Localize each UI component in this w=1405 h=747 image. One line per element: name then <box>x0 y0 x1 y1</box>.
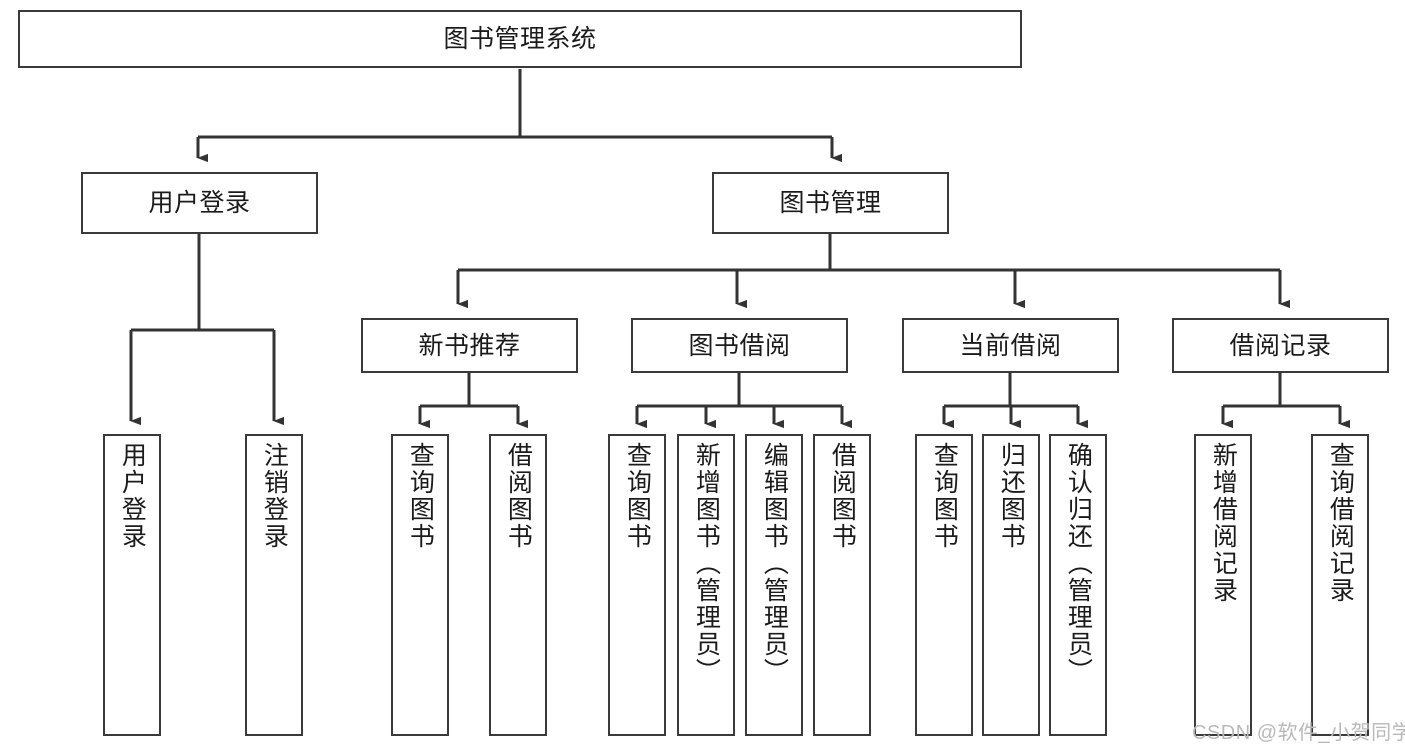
node-leaf-logout-login[interactable]: 注销登录 <box>245 434 303 736</box>
node-label: 查询借阅记录 <box>1326 442 1355 604</box>
node-label: 图书管理 <box>779 189 882 217</box>
node-borrow-record[interactable]: 借阅记录 <box>1172 318 1389 373</box>
node-label: 查询图书 <box>406 442 435 550</box>
node-user-login[interactable]: 用户登录 <box>81 172 318 234</box>
node-label: 当前借阅 <box>959 331 1062 360</box>
node-leaf-borrow-book[interactable]: 借阅图书 <box>813 434 871 736</box>
node-label: 图书管理系统 <box>443 25 597 53</box>
node-label: 编辑图书（管理员） <box>760 442 789 685</box>
node-leaf-add-book-admin[interactable]: 新增图书（管理员） <box>677 434 735 736</box>
node-label: 归还图书 <box>997 442 1026 550</box>
node-label: 新增图书（管理员） <box>692 442 721 685</box>
node-leaf-query-book-recommend[interactable]: 查询图书 <box>391 434 449 736</box>
node-leaf-query-book-borrow[interactable]: 查询图书 <box>608 434 666 736</box>
node-label: 借阅记录 <box>1229 331 1332 360</box>
node-label: 确认归还（管理员） <box>1064 442 1093 685</box>
node-book-borrow[interactable]: 图书借阅 <box>631 318 848 373</box>
node-label: 查询图书 <box>623 442 652 550</box>
node-label: 借阅图书 <box>828 442 857 550</box>
node-leaf-borrow-book-recommend[interactable]: 借阅图书 <box>489 434 547 736</box>
node-label: 借阅图书 <box>504 442 533 550</box>
csdn-watermark: CSDN @软件_小贺同学 <box>1192 722 1405 744</box>
node-leaf-add-borrow-record[interactable]: 新增借阅记录 <box>1194 434 1252 736</box>
node-label: 注销登录 <box>260 442 289 550</box>
node-leaf-confirm-return-admin[interactable]: 确认归还（管理员） <box>1049 434 1107 736</box>
node-leaf-query-borrow-record[interactable]: 查询借阅记录 <box>1311 434 1369 736</box>
node-label: 用户登录 <box>118 442 147 550</box>
node-label: 查询图书 <box>930 442 959 550</box>
node-book-management[interactable]: 图书管理 <box>712 172 949 234</box>
node-current-borrow[interactable]: 当前借阅 <box>902 318 1119 373</box>
node-leaf-user-login[interactable]: 用户登录 <box>103 434 161 736</box>
node-label: 图书借阅 <box>688 331 791 360</box>
node-label: 用户登录 <box>148 189 251 217</box>
node-leaf-return-book[interactable]: 归还图书 <box>982 434 1040 736</box>
node-root-system[interactable]: 图书管理系统 <box>18 10 1022 68</box>
node-leaf-query-book-current[interactable]: 查询图书 <box>915 434 973 736</box>
node-leaf-edit-book-admin[interactable]: 编辑图书（管理员） <box>745 434 803 736</box>
node-label: 新增借阅记录 <box>1209 442 1238 604</box>
node-new-book-recommend[interactable]: 新书推荐 <box>361 318 578 373</box>
node-label: 新书推荐 <box>418 331 521 360</box>
